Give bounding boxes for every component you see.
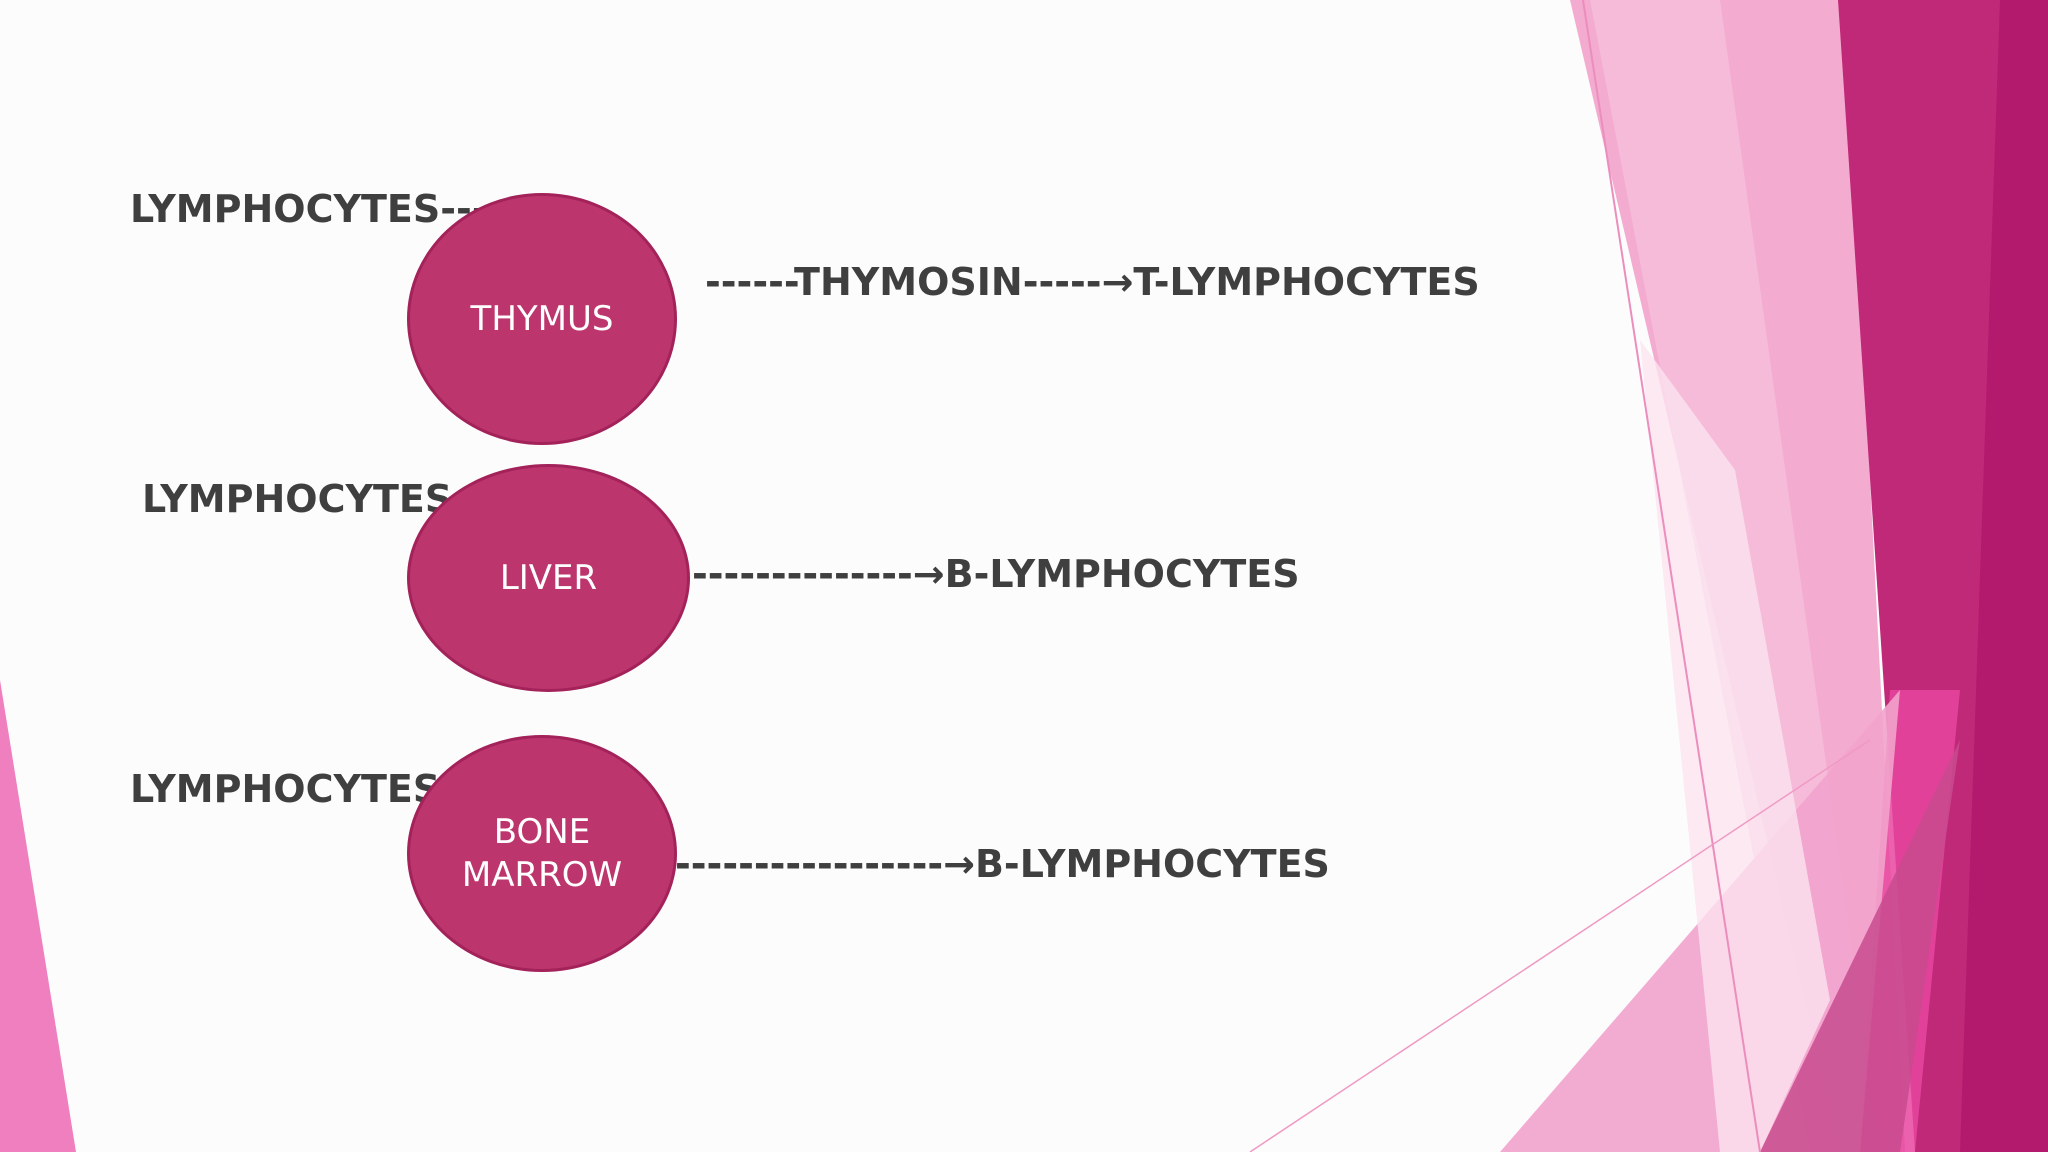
white-wedge-facet <box>1640 340 1830 1152</box>
thymus-node: THYMUS <box>407 193 677 445</box>
liver-node-label: LIVER <box>499 557 598 598</box>
deep-magenta-facet <box>1960 0 2048 1152</box>
bone-marrow-node-label-line1: BONE <box>493 812 591 852</box>
left-pink-sliver <box>0 680 76 1152</box>
bone-marrow-node: BONE MARROW <box>407 735 677 972</box>
thin-cross-line <box>1249 739 1871 1152</box>
flow-label-thymus: ------THYMOSIN-----→T-LYMPHOCYTES <box>705 260 1480 304</box>
source-label-thymus: LYMPHOCYTES--→ <box>130 187 504 231</box>
bottom-mauve-facet <box>1760 740 1960 1152</box>
liver-node: LIVER <box>407 464 690 692</box>
source-label-liver: LYMPHOCYTES→ <box>142 477 485 521</box>
bone-marrow-node-label-line2: MARROW <box>461 854 623 895</box>
thymus-node-label: THYMUS <box>470 298 614 339</box>
flow-label-bone-marrow: -----------------→B-LYMPHOCYTES <box>675 842 1330 886</box>
thin-diagonal-line <box>1582 0 1761 1152</box>
flow-label-liver: --------------→B-LYMPHOCYTES <box>692 552 1300 596</box>
